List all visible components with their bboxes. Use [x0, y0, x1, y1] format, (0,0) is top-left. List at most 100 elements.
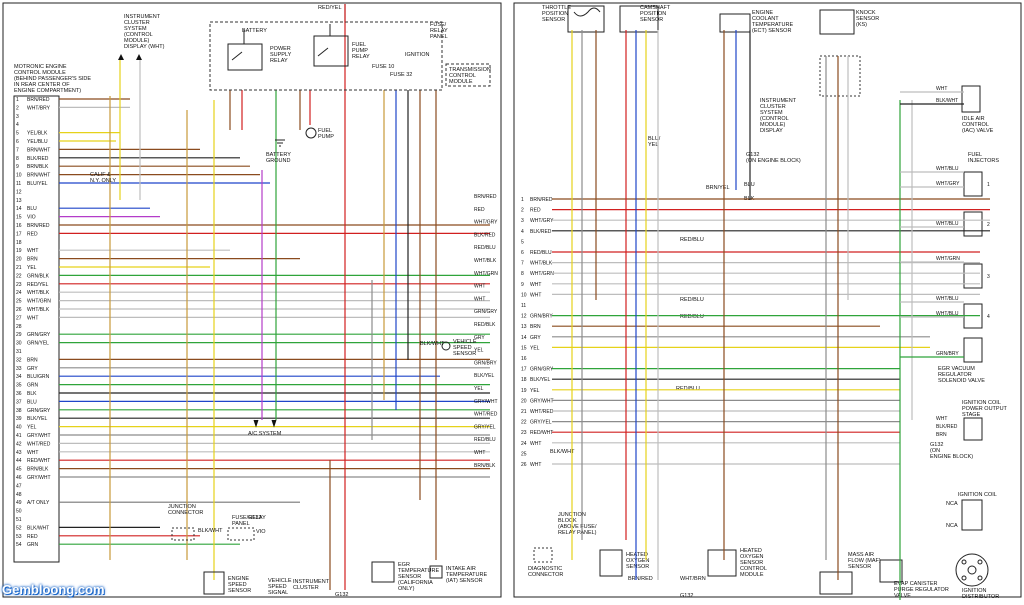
fuse-relay-panel-label: FUSE/ RELAY PANEL: [430, 22, 448, 40]
svg-text:INSTRUMENT: INSTRUMENT: [293, 579, 330, 585]
right-pin-wire-7: WHT/BLK: [530, 261, 553, 267]
heated-oxygen-sensor-1: HEATED OXYGEN SENSOR: [599, 549, 650, 577]
svg-text:TEMPERATURE: TEMPERATURE: [398, 568, 439, 574]
ecm-pin-43: 43: [16, 450, 22, 456]
battery-label: BATTERY: [242, 28, 267, 34]
ecm-pin-wire-24: WHT/BLK: [27, 290, 50, 296]
ecm-pin-28: 28: [16, 324, 22, 330]
ign-wire-label-0: WHT: [936, 416, 947, 422]
svg-text:SOLENOID VALVE: SOLENOID VALVE: [938, 378, 985, 384]
left-edge-label-12: YEL: [474, 348, 484, 354]
intake-air-temperature-sensor: INTAKE AIR TEMPERATURE (IAT) SENSOR: [429, 565, 487, 584]
ecm-pin-wire-54: GRN: [27, 542, 39, 548]
blk-wht-junction-label: BLK/WHT: [198, 528, 223, 534]
svg-text:ENGINE: ENGINE: [752, 10, 773, 16]
egr-temperature-sensor: EGR TEMPERATURE SENSOR (CALIFORNIA ONLY): [371, 561, 439, 592]
injector-wire-label-5: WHT/GRN: [936, 256, 960, 262]
right-pin-23: 23: [521, 430, 527, 436]
svg-text:(ECT) SENSOR: (ECT) SENSOR: [752, 28, 791, 34]
right-pin-19: 19: [521, 388, 527, 394]
svg-text:ENGINE: ENGINE: [228, 576, 249, 582]
calif-note: CALIF & N.Y. ONLY: [90, 172, 116, 184]
ecm-pin-29: 29: [16, 332, 22, 338]
left-edge-label-14: BLK/YEL: [474, 373, 495, 379]
svg-text:PANEL: PANEL: [430, 34, 448, 40]
right-pin-14: 14: [521, 335, 527, 341]
ecm-pin-7: 7: [16, 147, 19, 153]
svg-text:INSTRUMENT: INSTRUMENT: [760, 98, 797, 104]
left-edge-label-4: RED/BLU: [474, 245, 496, 251]
fuel-injector-number-3: 3: [987, 274, 990, 280]
ecm-pin-wire-33: GRY: [27, 366, 38, 372]
svg-text:POWER OUTPUT: POWER OUTPUT: [962, 406, 1008, 412]
svg-text:(KS): (KS): [856, 22, 867, 28]
ignition-coil-power-stage: IGNITION COIL POWER OUTPUT STAGE: [962, 400, 1008, 441]
wht-brn-bottom-label: WHT/BRN: [680, 576, 706, 582]
injector-wire-label-6: WHT/BLU: [936, 296, 959, 302]
right-pin-wire-18: BLK/YEL: [530, 377, 551, 383]
fuse-relay-panel-b: FUSE/RELAY PANEL: [227, 515, 266, 541]
ecm-pin-33: 33: [16, 366, 22, 372]
ecm-pin-21: 21: [16, 265, 22, 271]
left-edge-label-3: BLK/RED: [474, 232, 496, 238]
ecm-pin-wire-39: BLK/YEL: [27, 416, 48, 422]
svg-text:DISPLAY: DISPLAY: [760, 128, 783, 134]
left-edge-label-0: BRN/RED: [474, 194, 497, 200]
svg-text:SPEED: SPEED: [453, 345, 472, 351]
ecm-pin-30: 30: [16, 341, 22, 347]
ecm-pin-wire-52: BLK/WHT: [27, 525, 49, 531]
svg-text:YEL: YEL: [648, 142, 658, 148]
svg-text:G132: G132: [746, 152, 759, 158]
red-blu-d: RED/BLU: [676, 386, 700, 392]
right-pin-wire-2: RED: [530, 208, 541, 214]
svg-text:(CONTROL: (CONTROL: [760, 116, 789, 122]
ecm-pin-wire-38: GRN/GRY: [27, 408, 51, 414]
ecm-pin-wire-44: RED/WHT: [27, 458, 50, 464]
ecm-pin-wire-49: A/T ONLY: [27, 500, 50, 506]
ecm-pin-19: 19: [16, 248, 22, 254]
knock-sensor: KNOCK SENSOR (KS): [819, 9, 879, 35]
ground-g132-left: G132: [335, 592, 348, 598]
left-edge-label-20: WHT: [474, 450, 485, 456]
red-blu-a: RED/BLU: [680, 237, 704, 243]
injector-wire-label-3: WHT/GRY: [936, 181, 960, 187]
ecm-pin-wire-45: BRN/BLK: [27, 467, 49, 473]
svg-text:CLUSTER: CLUSTER: [760, 104, 786, 110]
left-edge-label-10: RED/BLK: [474, 322, 496, 328]
svg-text:CONTROL: CONTROL: [449, 73, 476, 79]
left-edge-label-7: WHT: [474, 284, 485, 290]
junction-block: JUNCTION BLOCK (ABOVE FUSE/ RELAY PANEL): [558, 512, 597, 536]
svg-text:FUEL: FUEL: [352, 42, 366, 48]
svg-text:IDLE AIR: IDLE AIR: [962, 116, 985, 122]
svg-text:FLOW (MAF): FLOW (MAF): [848, 558, 881, 564]
right-pin-11: 11: [521, 303, 526, 309]
egr-vacuum-regulator: EGR VACUUM REGULATOR SOLENOID VALVE: [938, 337, 985, 384]
svg-text:MODULE: MODULE: [740, 572, 764, 578]
left-edge-label-9: GRN/GRY: [474, 309, 498, 315]
right-pin-wire-15: YEL: [530, 345, 540, 351]
svg-text:POWER: POWER: [270, 46, 291, 52]
svg-text:G132: G132: [930, 442, 943, 448]
svg-text:DISTRIBUTOR: DISTRIBUTOR: [962, 594, 999, 600]
svg-text:PANEL: PANEL: [232, 521, 250, 527]
fuel-injectors-label: FUEL INJECTORS: [968, 152, 999, 164]
right-pin-5: 5: [521, 239, 524, 245]
ecm-pin-wire-15: VIO: [27, 215, 36, 221]
right-pin-wire-26: WHT: [530, 462, 541, 468]
ecm-pin-4: 4: [16, 122, 19, 128]
throttle-position-sensor: THROTTLE POSITION SENSOR: [542, 5, 605, 33]
junction-connector: JUNCTION CONNECTOR: [168, 504, 203, 541]
fuse-32-label: FUSE 32: [390, 72, 412, 78]
svg-text:CAMSHAFT: CAMSHAFT: [640, 5, 671, 11]
ecm-pin-wire-22: GRN/BLK: [27, 273, 50, 279]
svg-text:VEHICLE: VEHICLE: [268, 578, 292, 584]
svg-text:TRANSMISSION: TRANSMISSION: [449, 67, 491, 73]
ecm-pin-wire-53: RED: [27, 534, 38, 540]
arrow-up-icon: [118, 54, 142, 60]
injector-wire-label-2: WHT/BLU: [936, 166, 959, 172]
ecm-pin-wire-23: RED/YEL: [27, 282, 49, 288]
svg-text:REGULATOR: REGULATOR: [938, 372, 972, 378]
right-pin-12: 12: [521, 314, 527, 320]
